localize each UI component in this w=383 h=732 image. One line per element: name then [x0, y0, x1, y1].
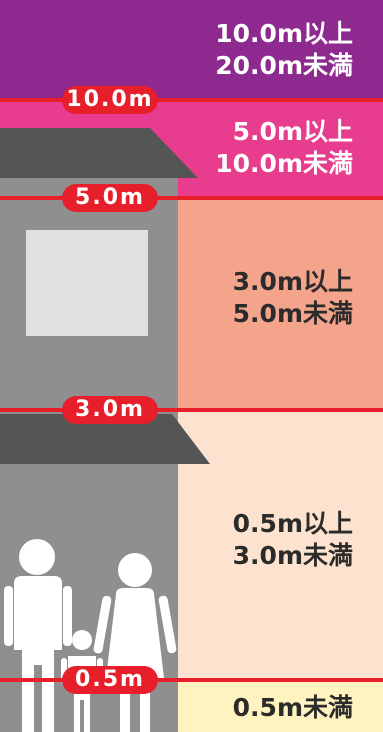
band-label: 10.0m以上 20.0m未満 [215, 18, 353, 82]
band-label: 3.0m以上 5.0m未満 [233, 266, 353, 330]
man-figure [4, 539, 72, 732]
level-marker-0.5m: 0.5m [62, 666, 158, 694]
band-label: 0.5m以上 3.0m未満 [233, 508, 353, 572]
band-10-20m: 10.0m以上 20.0m未満 [0, 0, 383, 100]
lower-roof [0, 414, 210, 464]
band-label-line1: 10.0m以上 [215, 19, 353, 48]
band-label-line2: 3.0m未満 [232, 541, 353, 570]
level-marker-5m: 5.0m [62, 184, 158, 212]
band-label-line1: 0.5m未満 [232, 693, 353, 722]
level-marker-3m: 3.0m [62, 396, 158, 424]
level-line-5m [0, 196, 383, 200]
band-label-line2: 10.0m未満 [215, 149, 353, 178]
level-line-0.5m [0, 678, 383, 682]
upper-roof [0, 128, 198, 178]
level-line-10m [0, 98, 383, 102]
level-marker-10m: 10.0m [62, 86, 158, 114]
band-label-line1: 5.0m以上 [232, 117, 353, 146]
band-label: 0.5m未満 [233, 692, 353, 724]
band-label-line2: 20.0m未満 [215, 51, 353, 80]
band-label-line1: 0.5m以上 [232, 509, 353, 538]
woman-figure [93, 553, 177, 732]
band-label: 5.0m以上 10.0m未満 [215, 116, 353, 180]
band-label-line1: 3.0m以上 [232, 267, 353, 296]
band-label-line2: 5.0m未満 [232, 299, 353, 328]
window [26, 230, 148, 336]
level-line-3m [0, 408, 383, 412]
